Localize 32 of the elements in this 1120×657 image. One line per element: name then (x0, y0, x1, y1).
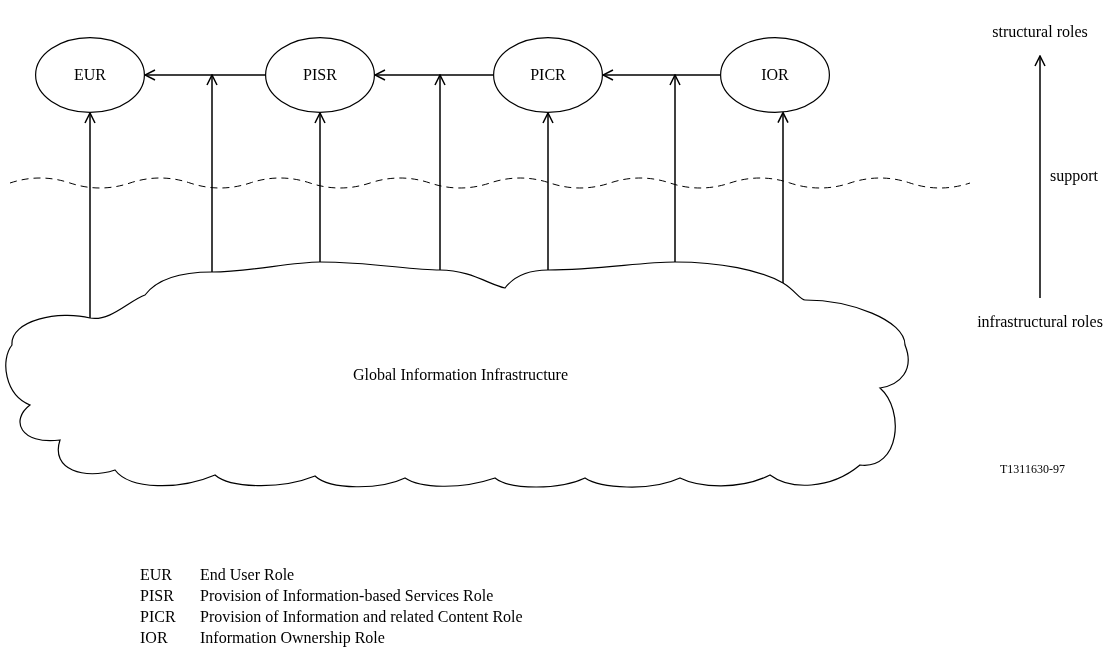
arrow (542, 112, 554, 271)
arrow (602, 69, 721, 81)
figure-number: T1311630-97 (1000, 462, 1065, 477)
axis-label: structural roles (992, 22, 1088, 43)
role-ellipse (265, 37, 375, 113)
key-abbreviation: IOR (140, 629, 168, 647)
node-label: EUR (74, 65, 106, 86)
node-label: Global Information Infrastructure (353, 365, 568, 386)
node-label: PISR (303, 65, 337, 86)
arrow (434, 74, 446, 271)
key-description: Information Ownership Role (200, 629, 385, 647)
arrow (374, 69, 494, 81)
key-description: Provision of Information-based Services Role (200, 587, 494, 605)
node-label: IOR (761, 65, 789, 86)
arrow (669, 74, 681, 263)
arrow (206, 74, 218, 273)
node-label: PICR (530, 65, 566, 86)
arrow (314, 112, 326, 263)
key-abbreviation: EUR (140, 566, 172, 584)
axis-label: infrastructural roles (977, 312, 1103, 333)
arrow (777, 111, 789, 284)
edge-label: support (1050, 167, 1098, 185)
key-abbreviation: PISR (140, 587, 174, 605)
arrow (144, 69, 266, 81)
role-ellipse (35, 37, 145, 113)
key-description: End User Role (200, 566, 295, 584)
arrow (1034, 55, 1046, 299)
role-ellipse (493, 37, 603, 113)
key-description: Provision of Information and related Content Role (200, 608, 523, 626)
key-abbreviation: PICR (140, 608, 176, 626)
role-ellipse (720, 37, 830, 113)
arrow (84, 112, 96, 319)
